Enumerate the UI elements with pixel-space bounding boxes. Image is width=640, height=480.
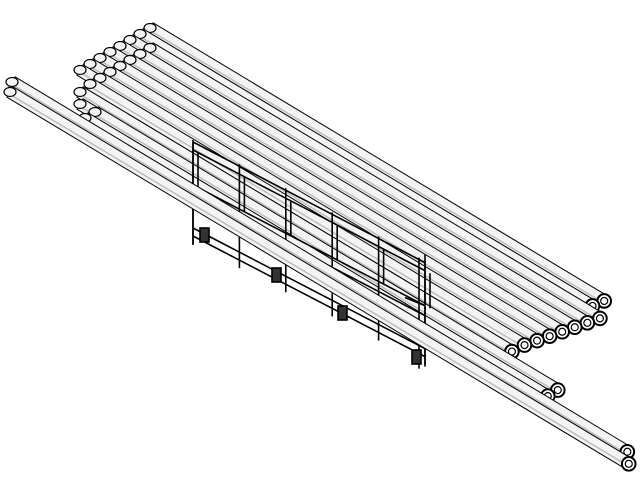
pipe-shading	[88, 85, 524, 348]
rack-rail	[192, 149, 426, 272]
pipe-end-bore	[570, 323, 579, 332]
rack-rail	[192, 235, 426, 358]
pipe-end-bore	[623, 447, 632, 456]
rack-foot	[411, 349, 422, 365]
pipe-start-cap	[5, 76, 19, 88]
pipe-shading	[118, 67, 562, 335]
pipe-shading	[78, 93, 512, 355]
pipe-shading	[98, 79, 537, 344]
pipe-start-cap	[73, 64, 87, 76]
rack-rail	[192, 141, 426, 264]
pipe-shading	[148, 49, 600, 321]
pipe-end-bore	[595, 314, 605, 323]
rack-rail	[192, 227, 426, 350]
pipe	[103, 66, 558, 344]
pipe	[93, 72, 545, 349]
pipe-shading	[8, 93, 629, 467]
rack-rail	[192, 184, 426, 307]
pipe-rack-frame	[192, 140, 431, 369]
pipe-end-bore	[558, 327, 567, 336]
pipe	[143, 42, 608, 327]
pipe	[133, 48, 596, 331]
pipe-bundle	[68, 22, 613, 410]
pipe-shading	[148, 29, 604, 304]
pipe-shading	[108, 73, 549, 339]
pipe-end-bore	[583, 318, 592, 327]
rack-foot	[199, 227, 210, 243]
pipe-end-bore	[600, 296, 609, 306]
rack-foot	[337, 305, 348, 321]
pipe-shading	[128, 61, 575, 330]
pipe-end-bore	[624, 459, 633, 468]
pipe-end-bore	[545, 332, 554, 341]
pipe-shading	[138, 55, 587, 326]
pipe-shading	[10, 83, 627, 455]
rack-brace	[404, 296, 426, 307]
pipe-bundle-front	[3, 76, 637, 472]
pipe-start-cap	[73, 86, 87, 98]
pipe-end-bore	[553, 386, 562, 395]
pipe-start-cap	[3, 86, 17, 98]
pipe	[3, 86, 637, 472]
pipe-end-bore	[520, 341, 529, 350]
pipe-start-cap	[73, 98, 87, 110]
pipe-end-bore	[532, 336, 542, 345]
pipe-start-cap	[83, 78, 97, 90]
pipe-shading	[93, 113, 558, 393]
rack-foot	[271, 267, 282, 283]
